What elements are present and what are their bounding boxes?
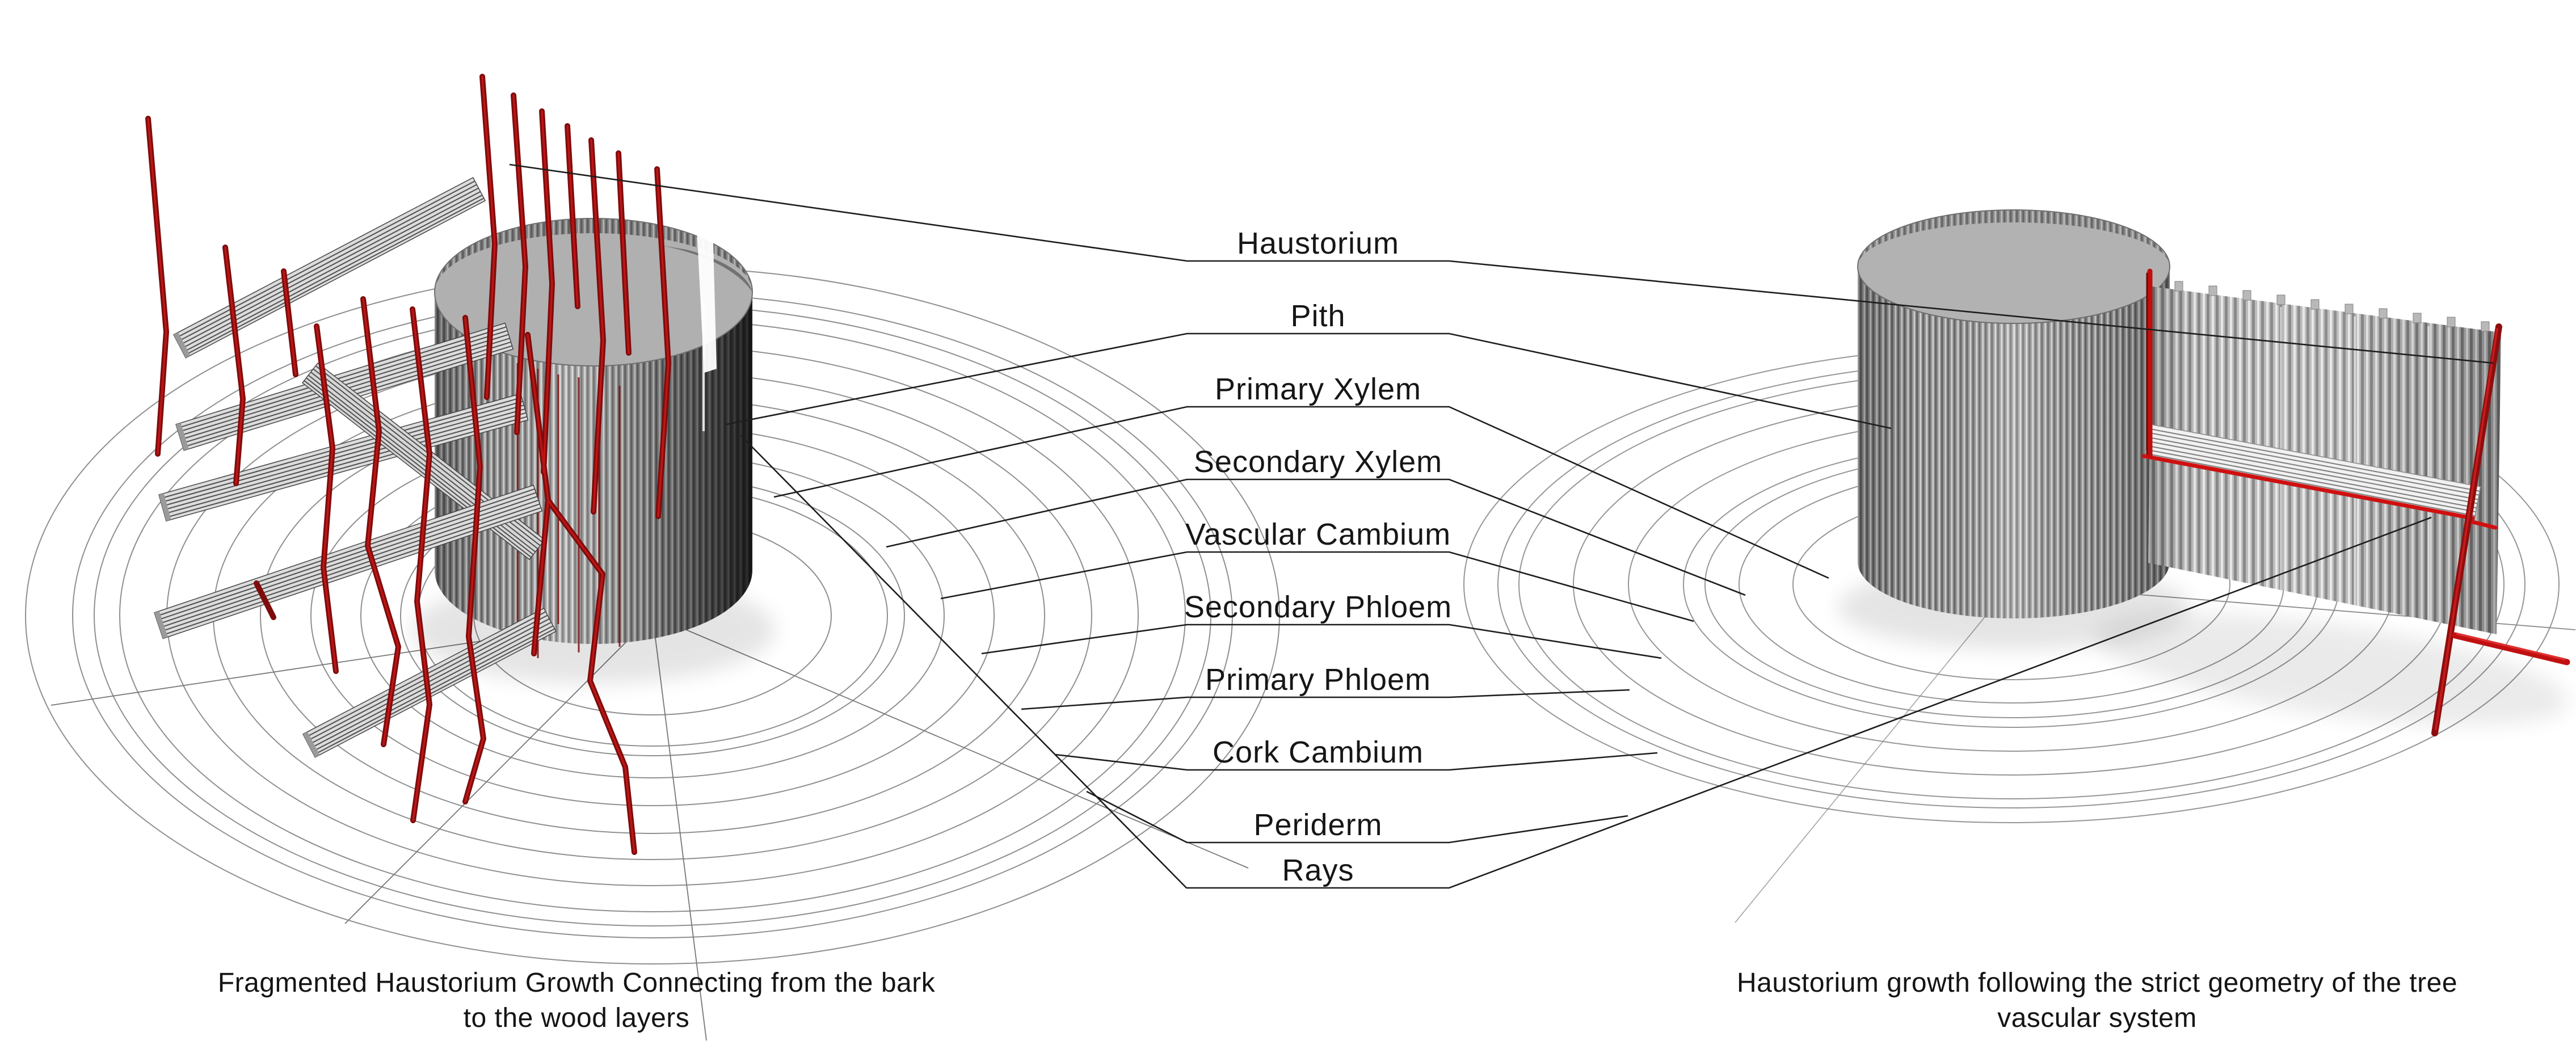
haustorium-lateral-rod xyxy=(2452,632,2570,666)
leader-cork-cambium xyxy=(1055,752,1658,771)
caption-right-line1: Haustorium growth following the strict g… xyxy=(1736,968,2458,998)
leader-secondary-phloem xyxy=(981,624,1662,659)
label-primary-phloem: Primary Phloem xyxy=(1205,663,1432,697)
leader-primary-phloem xyxy=(1021,689,1630,710)
haustorium-band-line xyxy=(2141,453,2475,521)
bark-notch xyxy=(697,223,717,373)
right-model xyxy=(1463,209,2576,923)
haustorium-rods xyxy=(145,74,671,855)
vascular-wall xyxy=(2141,268,2570,736)
left-model xyxy=(25,74,1280,1041)
label-haustorium: Haustorium xyxy=(1236,226,1400,260)
leader-lines xyxy=(509,163,2494,889)
label-periderm: Periderm xyxy=(1253,808,1383,842)
label-rays: Rays xyxy=(1282,853,1354,887)
leader-vascular-cambium xyxy=(940,551,1694,622)
leader-pith xyxy=(726,332,1892,429)
label-cork-cambium: Cork Cambium xyxy=(1212,735,1424,769)
haustorium-geometry xyxy=(2146,268,2570,736)
leader-rays xyxy=(740,435,2432,889)
leader-periderm xyxy=(1086,790,1628,844)
wall-rod-tops xyxy=(2174,281,2490,332)
leader-primary-xylem xyxy=(773,406,1829,579)
caption-right-line2: vascular system xyxy=(1997,1003,2197,1033)
label-secondary-phloem: Secondary Phloem xyxy=(1184,590,1453,624)
caption-left-line1: Fragmented Haustorium Growth Connecting … xyxy=(217,968,936,998)
label-pith: Pith xyxy=(1290,299,1346,333)
caption-right: Haustorium growth following the strict g… xyxy=(1615,966,2576,1036)
label-secondary-xylem: Secondary Xylem xyxy=(1193,445,1443,479)
caption-left: Fragmented Haustorium Growth Connecting … xyxy=(94,966,1059,1036)
label-primary-xylem: Primary Xylem xyxy=(1214,372,1422,406)
leader-haustorium xyxy=(509,163,2494,364)
caption-left-line2: to the wood layers xyxy=(463,1003,690,1033)
leader-secondary-xylem xyxy=(886,478,1746,596)
wall-shadow xyxy=(2095,613,2569,726)
label-vascular-cambium: Vascular Cambium xyxy=(1185,517,1451,551)
right-trunk-cylinder xyxy=(1857,209,2170,618)
